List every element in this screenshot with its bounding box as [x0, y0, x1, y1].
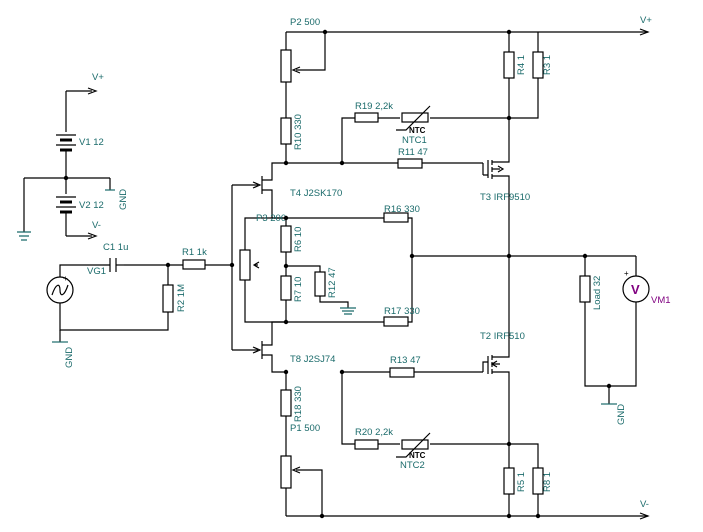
vm1-label: VM1: [651, 295, 671, 306]
vminus-label-left: V-: [92, 220, 101, 231]
battery-v1-icon: [56, 134, 76, 152]
battery-v2-icon: [56, 196, 76, 214]
resistor-r13: [389, 367, 415, 378]
resistor-r2: [162, 284, 174, 313]
resistor-r18: [280, 389, 292, 417]
resistor-r20: [354, 439, 379, 450]
t8-label: T8 J2SJ74: [290, 354, 335, 365]
driver-section: T4 J2SK170 T8 J2SJ74 P3 200 R6 10 R7 10 …: [231, 162, 636, 373]
gnd-label-input: GND: [64, 347, 75, 368]
power-supply: V+ V1 12 V2 12 V- GND: [17, 72, 129, 241]
resistor-r6: [280, 225, 292, 253]
vminus-label-right: V-: [640, 499, 649, 510]
resistor-r4: [503, 51, 515, 79]
r18-label: R18 330: [293, 386, 304, 422]
resistor-r16: [383, 212, 409, 223]
r12-label: R12 47: [327, 267, 338, 298]
thermistor-ntc2: [401, 439, 429, 450]
r4-label: R4 1: [516, 55, 527, 75]
input-section: + C1 1u VG1 GND R2 1M R1 1k: [46, 242, 235, 368]
r20-label: R20 2,2k: [355, 427, 393, 438]
r11-label: R11 47: [398, 147, 428, 158]
p1-label: P1 500: [290, 423, 320, 434]
r17-label: R17 330: [384, 306, 420, 317]
resistor-r7: [280, 275, 292, 301]
ntc1-tag: NTC: [409, 126, 426, 135]
resistor-r10: [280, 117, 292, 145]
r2-label: R2 1M: [176, 284, 187, 312]
resistor-r1: [182, 259, 206, 270]
resistor-r3: [532, 51, 544, 79]
mosfet-t3-icon: [482, 118, 510, 198]
v2-label: V2 12: [79, 200, 104, 211]
resistor-r12: [314, 271, 326, 297]
mosfet-t2-icon: [482, 350, 510, 444]
r7-label: R7 10: [293, 277, 304, 302]
r1-label: R1 1k: [182, 247, 207, 258]
c1-label: C1 1u: [103, 242, 128, 253]
r6-label: R6 10: [293, 227, 304, 252]
gnd-label-load: GND: [616, 404, 627, 425]
ntc1-label: NTC1: [402, 135, 427, 146]
thermistor-ntc1: [401, 112, 429, 123]
r13-label: R13 47: [390, 355, 421, 366]
p3-label: P3 200: [256, 213, 286, 224]
t4-label: T4 J2SK170: [290, 188, 342, 199]
potentiometer-p2: [280, 49, 292, 83]
ntc2-tag: NTC: [409, 451, 426, 460]
svg-text:+: +: [63, 274, 68, 283]
ntc2-label: NTC2: [400, 460, 425, 471]
output-section: Load 32 V + VM1 GND R13 47 T2 IRF510: [342, 198, 671, 444]
potentiometer-p3: [239, 249, 251, 281]
bottom-section: R18 330 P1 500 R20 2,2k NTC NTC2 R5 1 R8…: [280, 369, 650, 520]
load-label: Load 32: [592, 276, 603, 310]
resistor-r17: [383, 316, 409, 327]
resistor-r19: [354, 112, 379, 123]
resistor-r8: [532, 467, 544, 495]
vplus-label-left: V+: [92, 72, 104, 83]
potentiometer-p1: [280, 455, 292, 489]
jfet-t4-icon: [252, 162, 286, 219]
svg-text:+: +: [624, 269, 629, 278]
t2-label: T2 IRF510: [480, 331, 525, 342]
resistor-r11: [397, 158, 423, 169]
resistor-r5: [503, 467, 515, 495]
r19-label: R19 2,2k: [355, 101, 393, 112]
jfet-t8-icon: [252, 321, 286, 373]
r3-label: R3 1: [542, 55, 553, 75]
gnd-label-supply: GND: [118, 189, 129, 210]
vplus-label-right: V+: [640, 15, 652, 26]
voltmeter-symbol: V: [631, 282, 640, 297]
r8-label: R8 1: [542, 472, 553, 492]
vg1-label: VG1: [87, 266, 106, 277]
t3-label: T3 IRF9510: [480, 192, 530, 203]
voltmeter-icon: [622, 275, 650, 303]
resistor-load: [579, 275, 591, 303]
top-rail: V+ P2 500 R10 330 R4 1 R3 1 R19 2,2k NTC…: [280, 15, 652, 203]
p2-label: P2 500: [290, 17, 320, 28]
r16-label: R16 330: [384, 204, 420, 215]
r10-label: R10 330: [293, 114, 304, 150]
v1-label: V1 12: [79, 137, 104, 148]
r5-label: R5 1: [516, 472, 527, 492]
